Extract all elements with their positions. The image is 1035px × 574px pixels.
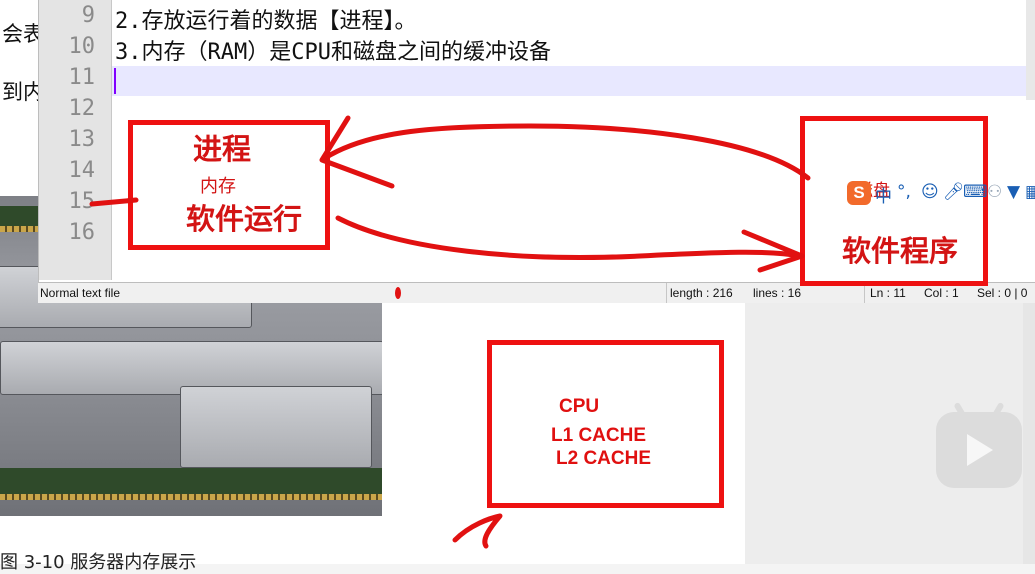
shirt-icon[interactable]: ▼	[1007, 182, 1021, 202]
smiley-icon[interactable]: ☺	[921, 182, 939, 202]
software-running-label: 软件运行	[186, 202, 303, 236]
ime-mode-toggle[interactable]: 中	[875, 187, 892, 207]
slide-text-fragment-top: 会表	[2, 22, 44, 46]
software-program-label: 软件程序	[842, 234, 959, 268]
current-line-highlight	[112, 66, 1035, 96]
line-number: 15	[68, 189, 96, 214]
status-ln: Ln : 11	[870, 286, 906, 300]
editor-scrollbar[interactable]	[1026, 0, 1035, 100]
line-number: 9	[81, 3, 95, 28]
status-length: length : 216	[670, 286, 733, 300]
page-scrollbar[interactable]	[1023, 300, 1035, 564]
status-sel: Sel : 0 | 0	[977, 286, 1028, 300]
sogou-ime-icon[interactable]: S	[847, 181, 871, 205]
status-col: Col : 1	[924, 286, 959, 300]
video-play-icon[interactable]	[936, 412, 1022, 488]
cpu-box	[487, 340, 724, 508]
ime-toolbar[interactable]: S 中 °, ☺ 🎤︎ ⌨ ⚇ ▼ ▦	[845, 180, 1035, 208]
users-icon[interactable]: ⚇	[987, 182, 1003, 202]
status-bar: Normal text file length : 216 lines : 16…	[38, 282, 1035, 303]
process-title: 进程	[193, 132, 252, 166]
line-number: 11	[68, 65, 96, 90]
keyboard-icon[interactable]: ⌨	[963, 182, 988, 202]
slide-text-fragment-mid: 到内	[2, 80, 44, 104]
memory-label: 内存	[200, 176, 236, 197]
grid-icon[interactable]: ▦	[1025, 182, 1035, 202]
disk-box	[800, 116, 988, 286]
cpu-label: CPU	[559, 396, 600, 417]
line-number: 16	[68, 220, 96, 245]
ime-punctuation-toggle[interactable]: °,	[897, 182, 911, 202]
microphone-icon[interactable]: 🎤︎	[943, 182, 965, 202]
line-number: 12	[68, 96, 96, 121]
text-caret	[114, 68, 116, 94]
code-line[interactable]: 3.内存（RAM）是CPU和磁盘之间的缓冲设备	[115, 40, 551, 65]
line-number-gutter: 9 10 11 12 13 14 15 16	[39, 0, 112, 280]
line-number: 13	[68, 127, 96, 152]
status-file-type: Normal text file	[40, 286, 121, 300]
slide-caption: 图 3-10 服务器内存展示	[0, 552, 197, 573]
status-lines: lines : 16	[753, 286, 802, 300]
l1-cache-label: L1 CACHE	[551, 425, 647, 446]
line-number: 10	[68, 34, 96, 59]
line-number: 14	[68, 158, 96, 183]
code-line[interactable]: 2.存放运行着的数据【进程】。	[115, 9, 417, 34]
l2-cache-label: L2 CACHE	[556, 448, 652, 469]
